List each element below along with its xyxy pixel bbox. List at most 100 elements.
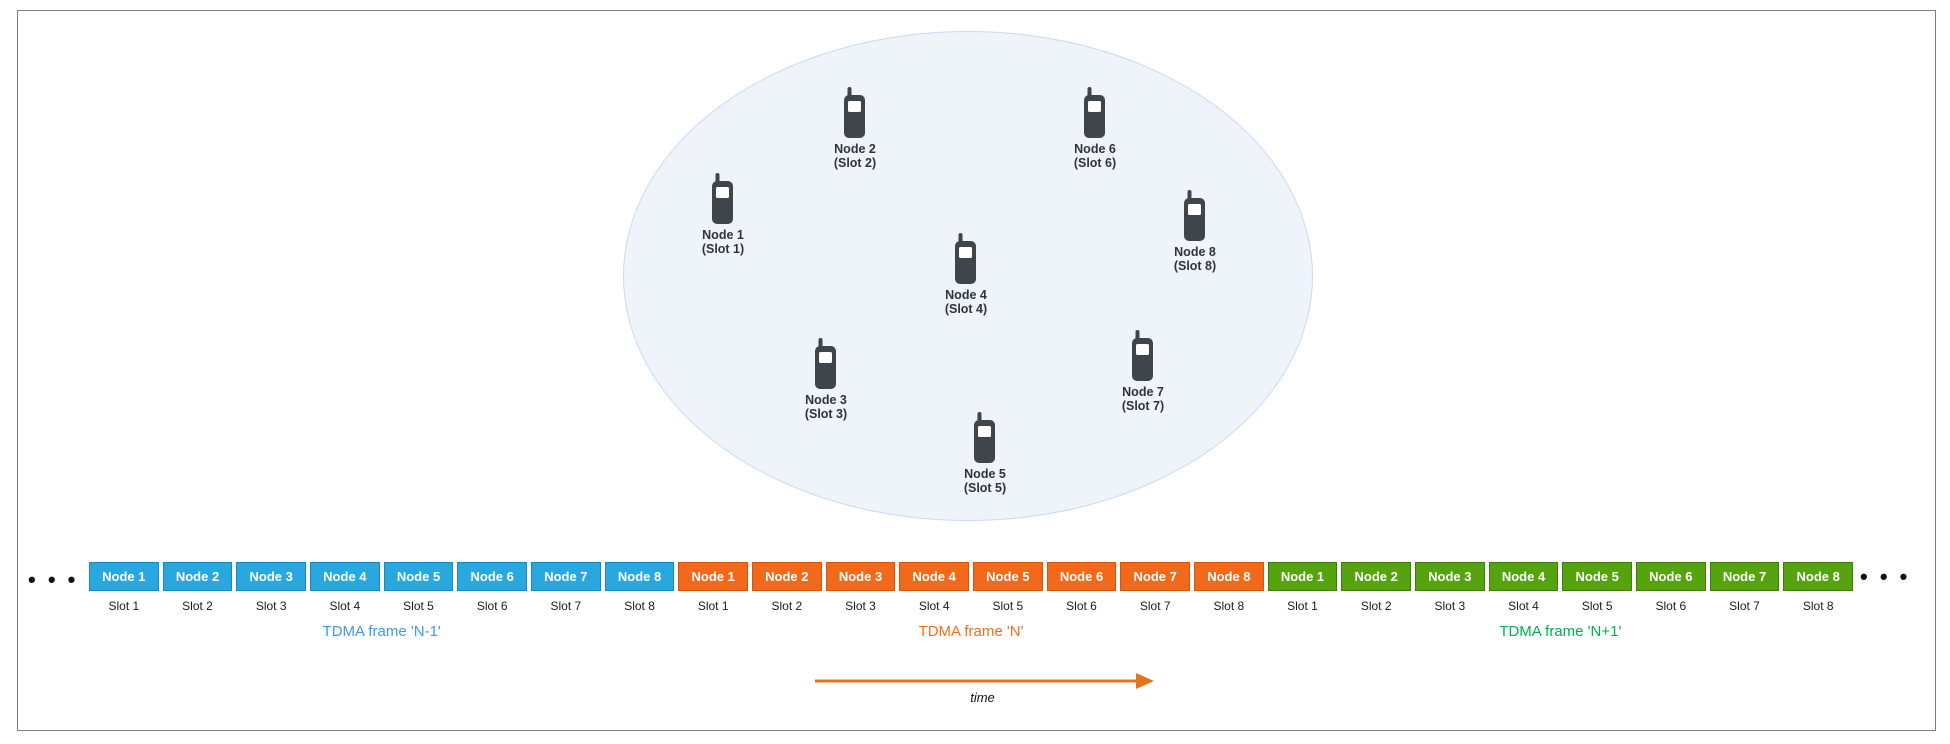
timeline-cell: Node 1 Slot 1 [1267, 562, 1338, 613]
timeline-row: Node 1 Slot 1 Node 2 Slot 2 Node 3 Slot … [89, 562, 1854, 640]
slot-box: Node 1 [1267, 562, 1338, 591]
slot-label: Slot 3 [1434, 599, 1466, 613]
time-label: time [970, 690, 995, 705]
slot-box: Node 5 [383, 562, 454, 591]
slot-label: Slot 1 [1287, 599, 1318, 613]
slot-label: Slot 6 [1655, 599, 1687, 613]
slot-label: Slot 5 [992, 599, 1024, 613]
timeline-cell: Node 4 Slot 4 [1488, 562, 1559, 613]
frame-slot-cells: Node 1 Slot 1 Node 2 Slot 2 Node 3 Slot … [89, 562, 675, 613]
slot-label: Slot 3 [255, 599, 287, 613]
timeline-cell: Node 1 Slot 1 [89, 562, 159, 613]
node-label: Node 4 [945, 288, 987, 302]
slot-box: Node 4 [310, 562, 380, 591]
network-node: Node 6 (Slot 6) [1035, 87, 1155, 170]
timeline-cell: Node 1 Slot 1 [678, 562, 748, 613]
ellipsis-right-icon: • • • [1860, 564, 1911, 589]
mobile-phone-icon [1084, 87, 1105, 138]
mobile-phone-icon [955, 233, 976, 284]
slot-box: Node 1 [89, 562, 159, 591]
node-label: Node 8 [1174, 245, 1216, 259]
timeline-cell: Node 2 Slot 2 [1341, 562, 1411, 613]
slot-box: Node 2 [1341, 562, 1411, 591]
slot-label: Slot 2 [1360, 599, 1392, 613]
frame-label: TDMA frame 'N+1' [1499, 623, 1622, 640]
slot-label: Slot 8 [1213, 599, 1245, 613]
slot-box: Node 8 [1194, 562, 1264, 591]
tdma-frame-group: Node 1 Slot 1 Node 2 Slot 2 Node 3 Slot … [89, 562, 675, 640]
network-node: Node 5 (Slot 5) [925, 412, 1045, 495]
timeline-cell: Node 6 Slot 6 [457, 562, 528, 613]
timeline-cell: Node 7 Slot 7 [531, 562, 601, 613]
slot-label: Slot 3 [845, 599, 876, 613]
network-node: Node 1 (Slot 1) [663, 173, 783, 256]
timeline-cell: Node 8 Slot 8 [604, 562, 675, 613]
timeline-cell: Node 8 Slot 8 [1194, 562, 1264, 613]
slot-box: Node 6 [457, 562, 528, 591]
slot-label: Slot 7 [550, 599, 582, 613]
timeline-cell: Node 5 Slot 5 [1562, 562, 1633, 613]
timeline-cell: Node 4 Slot 4 [899, 562, 970, 613]
node-slot-label: (Slot 2) [833, 156, 877, 170]
slot-label: Slot 8 [1802, 599, 1834, 613]
mobile-phone-icon [1132, 330, 1153, 381]
slot-label: Slot 2 [771, 599, 803, 613]
mobile-phone-icon [1184, 190, 1205, 241]
node-slot-label: (Slot 5) [963, 481, 1007, 495]
timeline-cell: Node 6 Slot 6 [1046, 562, 1117, 613]
timeline-cell: Node 5 Slot 5 [973, 562, 1043, 613]
slot-label: Slot 4 [329, 599, 361, 613]
slot-box: Node 4 [899, 562, 970, 591]
slot-label: Slot 8 [624, 599, 655, 613]
slot-box: Node 8 [604, 562, 675, 591]
slot-box: Node 6 [1636, 562, 1706, 591]
slot-label: Slot 7 [1139, 599, 1171, 613]
frame-label: TDMA frame 'N' [918, 623, 1024, 640]
node-slot-label: (Slot 8) [1173, 259, 1217, 273]
network-node: Node 3 (Slot 3) [766, 338, 886, 421]
slot-label: Slot 1 [697, 599, 729, 613]
node-label: Node 6 [1074, 142, 1116, 156]
slot-label: Slot 6 [476, 599, 508, 613]
network-node: Node 4 (Slot 4) [906, 233, 1026, 316]
slot-box: Node 7 [1120, 562, 1191, 591]
slot-box: Node 7 [1709, 562, 1780, 591]
timeline-cell: Node 6 Slot 6 [1636, 562, 1706, 613]
slot-label: Slot 2 [182, 599, 213, 613]
node-slot-label: (Slot 7) [1121, 399, 1165, 413]
slot-label: Slot 7 [1729, 599, 1760, 613]
slot-box: Node 5 [973, 562, 1043, 591]
ellipsis-left-icon: • • • [28, 567, 79, 592]
frame-label: TDMA frame 'N-1' [322, 623, 441, 640]
node-label: Node 1 [702, 228, 744, 242]
node-slot-label: (Slot 4) [944, 302, 988, 316]
frame-slot-cells: Node 1 Slot 1 Node 2 Slot 2 Node 3 Slot … [1267, 562, 1854, 613]
slot-label: Slot 1 [108, 599, 140, 613]
timeline-cell: Node 3 Slot 3 [1415, 562, 1485, 613]
mobile-phone-icon [712, 173, 733, 224]
timeline-cell: Node 3 Slot 3 [236, 562, 307, 613]
tdma-frame-group: Node 1 Slot 1 Node 2 Slot 2 Node 3 Slot … [678, 562, 1264, 640]
network-node: Node 2 (Slot 2) [795, 87, 915, 170]
node-slot-label: (Slot 6) [1073, 156, 1117, 170]
timeline-cell: Node 4 Slot 4 [310, 562, 380, 613]
timeline-cell: Node 5 Slot 5 [383, 562, 454, 613]
slot-box: Node 6 [1046, 562, 1117, 591]
node-label: Node 2 [834, 142, 876, 156]
network-node: Node 8 (Slot 8) [1135, 190, 1255, 273]
mobile-phone-icon [844, 87, 865, 138]
slot-box: Node 2 [752, 562, 822, 591]
slot-box: Node 2 [162, 562, 233, 591]
timeline-cell: Node 2 Slot 2 [752, 562, 822, 613]
node-slot-label: (Slot 1) [701, 242, 745, 256]
node-slot-label: (Slot 3) [804, 407, 848, 421]
node-label: Node 3 [805, 393, 847, 407]
slot-label: Slot 6 [1066, 599, 1097, 613]
slot-box: Node 3 [1415, 562, 1485, 591]
timeline-cell: Node 7 Slot 7 [1120, 562, 1191, 613]
slot-box: Node 1 [678, 562, 748, 591]
node-label: Node 5 [964, 467, 1006, 481]
mobile-phone-icon [815, 338, 836, 389]
slot-box: Node 4 [1488, 562, 1559, 591]
slot-box: Node 3 [825, 562, 896, 591]
